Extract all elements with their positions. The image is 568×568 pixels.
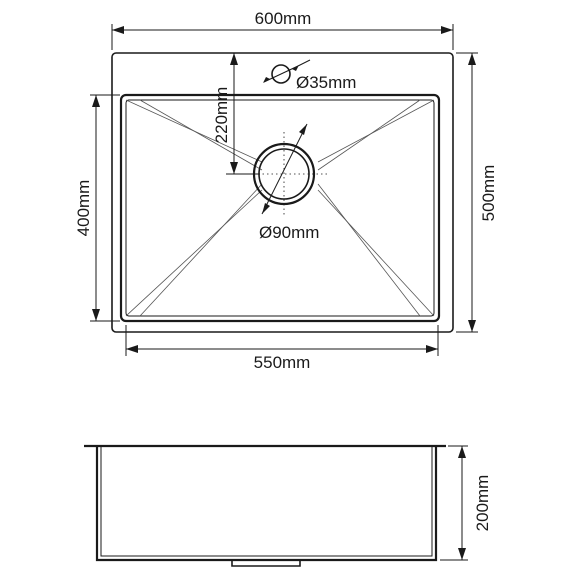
sink-bowl-inner-line	[125, 99, 435, 317]
dim-400-label: 400mm	[74, 180, 93, 237]
side-view: 200mm	[84, 444, 492, 567]
bowl-fold-lines	[125, 99, 435, 317]
side-drain-outlet	[231, 560, 301, 567]
dim-220-line	[226, 53, 260, 175]
side-bowl-outline	[95, 447, 438, 562]
drain-icon	[240, 123, 330, 215]
faucet-hole-icon	[263, 59, 311, 84]
dim-500-line	[456, 52, 478, 333]
top-view: 600mm 550mm 400mm 500mm 220mm Ø35mm Ø90m…	[74, 9, 498, 372]
sink-outer-rim	[111, 52, 454, 333]
drain-hole-label: Ø90mm	[259, 223, 319, 242]
dim-500-label: 500mm	[479, 165, 498, 222]
dim-220-label: 220mm	[212, 87, 231, 144]
dim-600-line	[111, 24, 454, 50]
dim-400-line	[90, 94, 120, 322]
dim-200-label: 200mm	[473, 475, 492, 532]
dim-550-line	[125, 325, 439, 356]
dim-200-line	[440, 445, 468, 561]
sink-bowl-outline	[119, 93, 441, 323]
dim-550-label: 550mm	[254, 353, 311, 372]
dim-600-label: 600mm	[255, 9, 312, 28]
side-bowl-inner	[100, 447, 433, 557]
faucet-hole-label: Ø35mm	[296, 73, 356, 92]
